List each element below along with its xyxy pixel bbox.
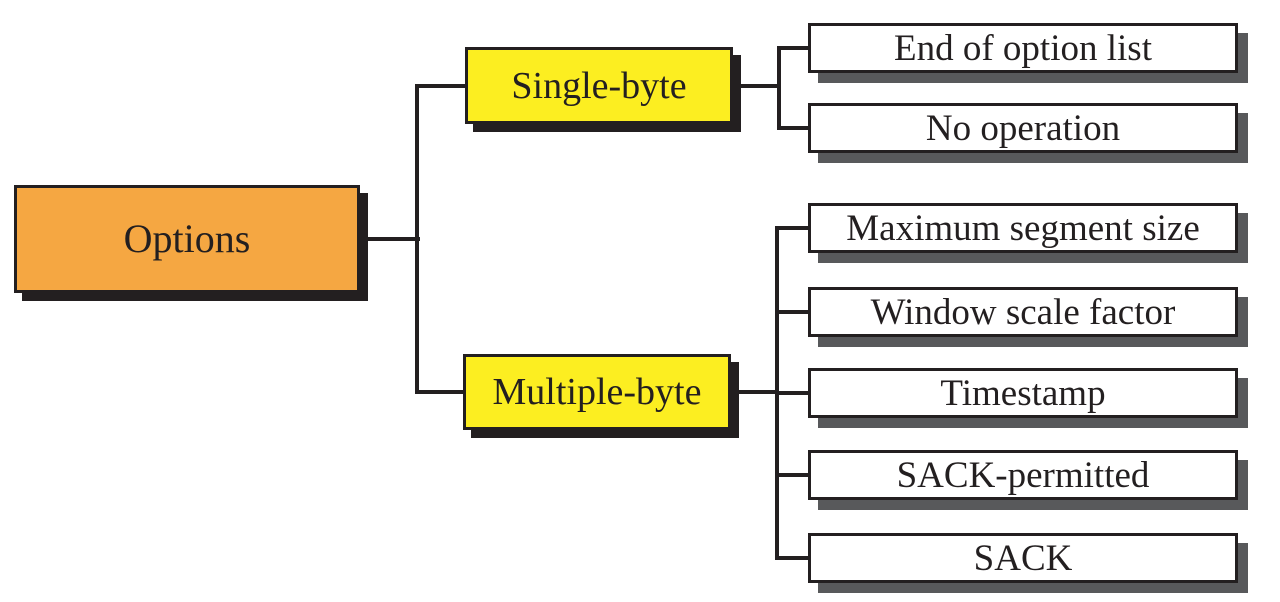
node-single-byte: Single-byte [465, 47, 733, 124]
connector-multiple-byte-horizontal [731, 390, 779, 394]
node-single-byte-label: Single-byte [511, 64, 687, 107]
leaf-timestamp-label: Timestamp [940, 372, 1106, 414]
leaf-window-scale-factor-label: Window scale factor [870, 291, 1176, 333]
leaf-maximum-segment-size: Maximum segment size [808, 203, 1238, 253]
leaf-sack-label: SACK [973, 537, 1073, 579]
connector-to-maximum-segment-size [775, 226, 808, 230]
connector-to-timestamp [775, 391, 808, 395]
leaf-sack-permitted-label: SACK-permitted [896, 454, 1150, 496]
connector-to-sack-permitted [775, 473, 808, 477]
node-multiple-byte: Multiple-byte [463, 354, 731, 430]
leaf-window-scale-factor: Window scale factor [808, 287, 1238, 337]
connector-to-no-operation [777, 126, 808, 130]
leaf-end-of-option-list: End of option list [808, 23, 1238, 73]
connector-single-byte-vertical [777, 46, 781, 130]
connector-to-sack [775, 556, 808, 560]
connector-single-byte-horizontal [733, 84, 781, 88]
connector-level1-vertical [415, 84, 419, 394]
leaf-maximum-segment-size-label: Maximum segment size [846, 207, 1200, 249]
node-multiple-byte-label: Multiple-byte [492, 371, 702, 413]
leaf-end-of-option-list-label: End of option list [894, 27, 1152, 69]
node-options: Options [14, 185, 360, 293]
leaf-no-operation-label: No operation [925, 107, 1121, 149]
leaf-timestamp: Timestamp [808, 368, 1238, 418]
connector-to-multiple-byte [415, 390, 464, 394]
connector-to-single-byte [415, 84, 466, 88]
leaf-sack-permitted: SACK-permitted [808, 450, 1238, 500]
connector-to-window-scale-factor [775, 310, 808, 314]
leaf-no-operation: No operation [808, 103, 1238, 153]
connector-to-end-of-option-list [777, 46, 808, 50]
connector-root-horizontal [355, 237, 420, 241]
leaf-sack: SACK [808, 533, 1238, 583]
node-options-label: Options [123, 216, 251, 261]
